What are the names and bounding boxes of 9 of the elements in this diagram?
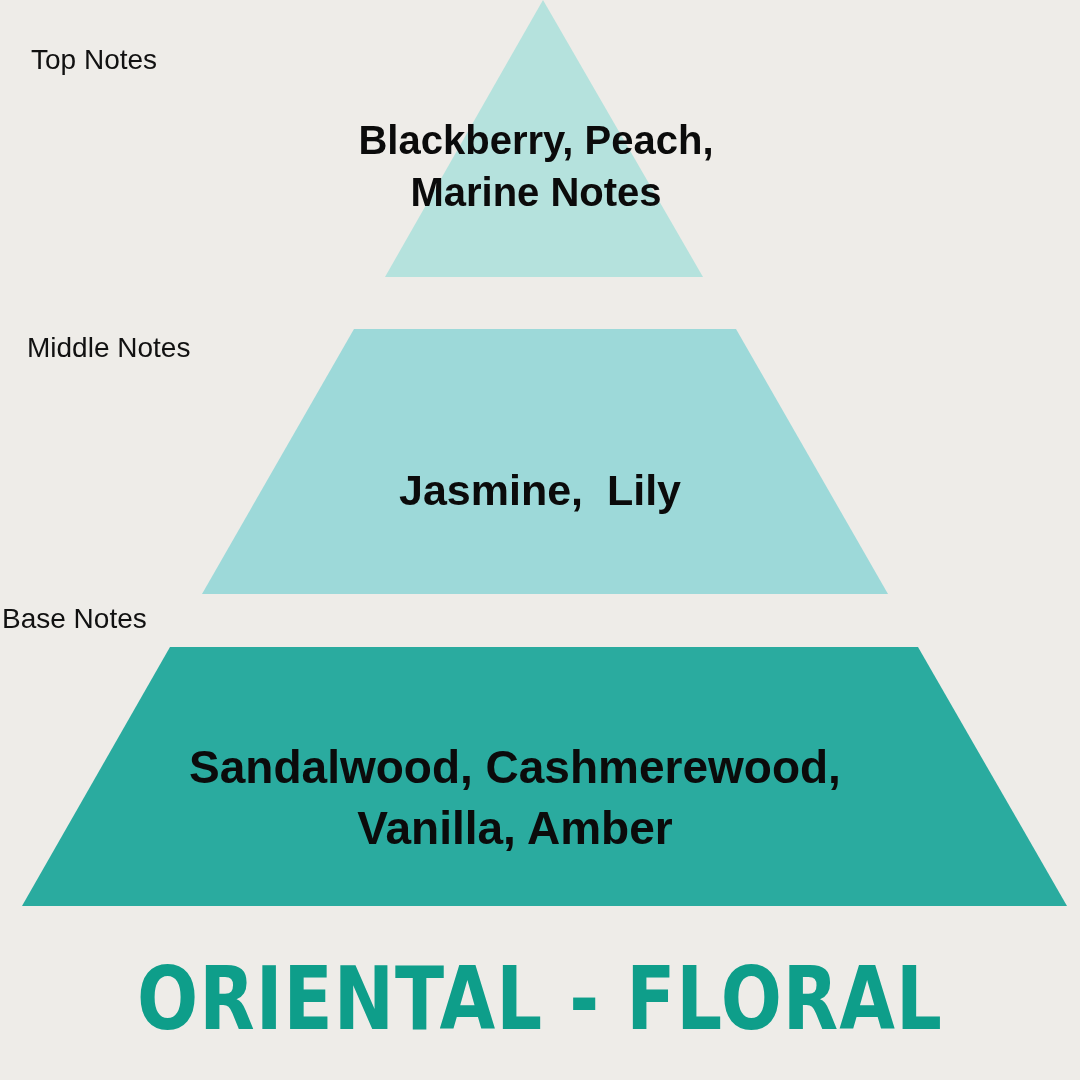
note-list: Sandalwood, Cashmerewood, Vanilla, Amber	[180, 737, 850, 859]
tier-label: Base Notes	[2, 602, 147, 636]
pyramid-base-tier	[22, 647, 1067, 906]
pyramid-title: ORIENTAL - FLORAL	[137, 955, 943, 1043]
tier-label: Middle Notes	[27, 331, 191, 365]
tier-label: Top Notes	[31, 43, 158, 77]
pyramid-middle-tier	[202, 329, 888, 594]
note-list: Jasmine, Lily	[390, 464, 690, 516]
note-list: Blackberry, Peach, Marine Notes	[346, 114, 726, 218]
